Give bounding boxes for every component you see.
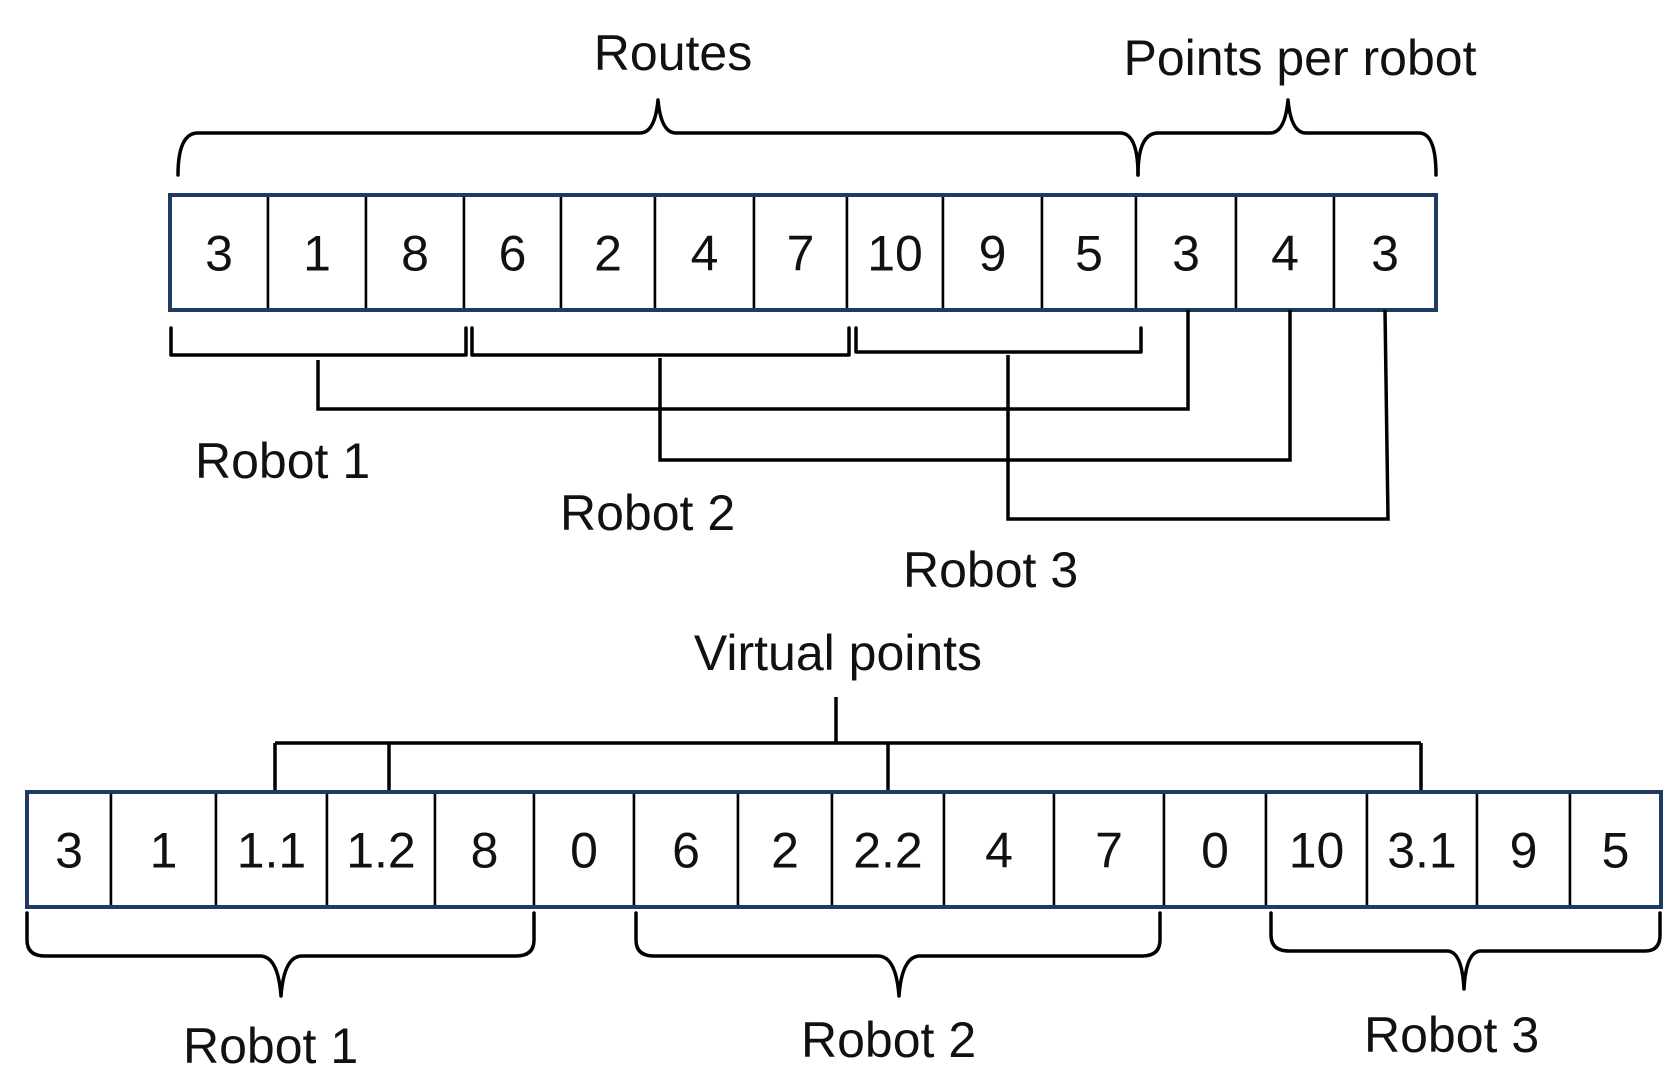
- top-cell: [168, 193, 270, 312]
- bottom-cell-value: 10: [1289, 823, 1345, 879]
- bottom-cell-value: 0: [1201, 823, 1229, 879]
- bottom-cell-value: 7: [1095, 823, 1123, 879]
- bottom-cell: [830, 790, 946, 909]
- bottom-robot3-label: Robot 3: [1364, 1007, 1539, 1063]
- top-cell-value: 3: [1172, 226, 1200, 282]
- top-cell-value: 10: [867, 226, 923, 282]
- bottom-cell: [1568, 790, 1663, 909]
- top-cell-value: 6: [499, 226, 527, 282]
- top-cell-value: 4: [691, 226, 719, 282]
- bottom-cell-value: 2: [771, 823, 799, 879]
- bottom-robot3-brace: [1269, 911, 1662, 991]
- top-robot2-label: Robot 2: [560, 485, 735, 541]
- bottom-cell: [109, 790, 218, 909]
- bottom-robot2-brace: [634, 911, 1162, 998]
- bottom-cell-value: 1.1: [237, 823, 307, 879]
- bottom-cells: 3 1 1.1 1.2 8 0 6 2 2.2 4 7 0 10 3.1 9 5: [25, 790, 1663, 909]
- points-per-robot-brace: [1136, 98, 1438, 177]
- top-robot1-bracket: [169, 326, 468, 357]
- top-cells: 3 1 8 6 2 4 7 10 9 5 3 4 3: [168, 193, 1438, 312]
- bottom-cell-value: 1: [150, 823, 178, 879]
- top-cell-value: 4: [1271, 226, 1299, 282]
- top-cell: [845, 193, 945, 312]
- routes-brace: [176, 98, 1140, 177]
- top-cell-value: 5: [1075, 226, 1103, 282]
- top-cell-value: 2: [594, 226, 622, 282]
- robot1-connector: [316, 310, 1190, 411]
- robot2-connector: [658, 310, 1292, 462]
- bottom-cell-value: 8: [471, 823, 499, 879]
- top-robot3-bracket: [854, 326, 1143, 354]
- top-cell: [1040, 193, 1138, 312]
- routes-label: Routes: [594, 25, 752, 81]
- virtual-points-label: Virtual points: [694, 625, 982, 681]
- top-cell-value: 3: [205, 226, 233, 282]
- bottom-array: 3 1 1.1 1.2 8 0 6 2 2.2 4 7 0 10 3.1 9 5: [25, 790, 1663, 909]
- bottom-cell-value: 3: [55, 823, 83, 879]
- bottom-array-border: [25, 790, 1663, 909]
- top-robot2-bracket: [470, 326, 851, 357]
- bottom-robot1-label: Robot 1: [183, 1018, 358, 1074]
- bottom-cell: [1365, 790, 1479, 909]
- top-array: 3 1 8 6 2 4 7 10 9 5 3 4 3: [168, 193, 1438, 312]
- bottom-cell-value: 2.2: [853, 823, 923, 879]
- bottom-robot1-brace: [25, 911, 536, 998]
- bottom-cell-value: 5: [1602, 823, 1630, 879]
- top-cell: [653, 193, 756, 312]
- bottom-cell-value: 3.1: [1387, 823, 1457, 879]
- top-cell-value: 7: [787, 226, 815, 282]
- top-cell: [266, 193, 368, 312]
- points-per-robot-label: Points per robot: [1124, 30, 1477, 86]
- bottom-cell-value: 6: [672, 823, 700, 879]
- top-cell-value: 3: [1371, 226, 1399, 282]
- robot3-connector: [1006, 309, 1390, 521]
- top-cell-value: 8: [401, 226, 429, 282]
- bottom-cell-value: 9: [1510, 823, 1538, 879]
- top-array-border: [168, 193, 1438, 312]
- top-robot1-label: Robot 1: [195, 433, 370, 489]
- top-cell-value: 9: [979, 226, 1007, 282]
- top-robot3-label: Robot 3: [903, 542, 1078, 598]
- bottom-robot2-label: Robot 2: [801, 1012, 976, 1068]
- virtual-points-connector: [273, 697, 1423, 792]
- top-cell-value: 1: [303, 226, 331, 282]
- bottom-cell-value: 4: [985, 823, 1013, 879]
- bottom-cell-value: 1.2: [346, 823, 416, 879]
- bottom-cell-value: 0: [570, 823, 598, 879]
- top-cell: [1234, 193, 1336, 312]
